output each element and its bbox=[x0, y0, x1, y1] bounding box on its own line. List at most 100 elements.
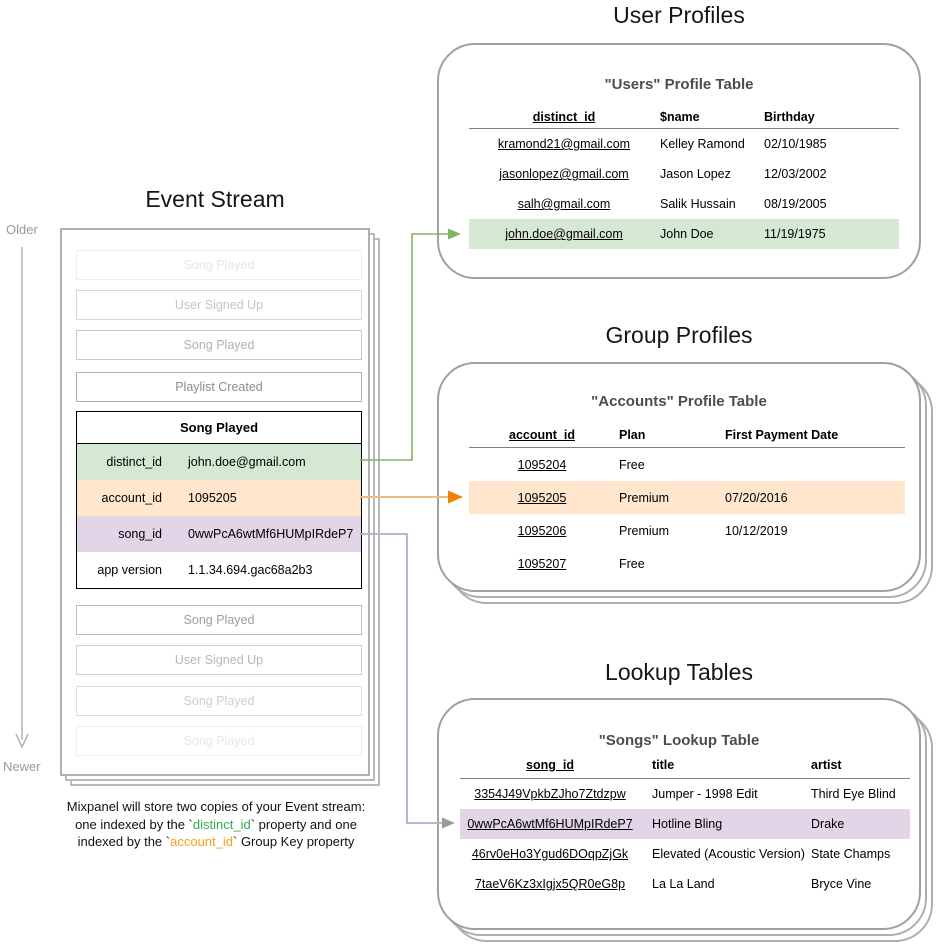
plan-cell: Premium bbox=[619, 490, 670, 505]
event-box-faded: Song Played bbox=[76, 605, 362, 635]
users-profile-card: "Users" Profile Table distinct_id $name … bbox=[437, 43, 921, 279]
song-id-cell: 7taeV6Kz3xIgjx5QR0eG8p bbox=[474, 877, 626, 891]
table-row: salh@gmail.com Salik Hussain 08/19/2005 bbox=[469, 189, 899, 219]
event-stream-title: Event Stream bbox=[145, 186, 285, 212]
songs-card-title: "Songs" Lookup Table bbox=[598, 732, 760, 749]
song-id-cell: 46rv0eHo3Ygud6DOqpZjGk bbox=[471, 847, 629, 861]
property-key: account_id bbox=[101, 491, 162, 505]
account-id-cell: 1095204 bbox=[517, 457, 567, 472]
plan-cell: Free bbox=[619, 556, 645, 571]
event-stream-container: Song Played User Signed Up Song Played P… bbox=[60, 228, 370, 776]
distinct-id-cell: salh@gmail.com bbox=[517, 197, 611, 211]
column-header: account_id bbox=[509, 427, 575, 442]
column-header: title bbox=[652, 758, 675, 772]
property-key: song_id bbox=[118, 527, 162, 541]
column-header: distinct_id bbox=[532, 109, 596, 124]
users-card-title: "Users" Profile Table bbox=[604, 76, 754, 93]
table-row: 7taeV6Kz3xIgjx5QR0eG8p La La Land Bryce … bbox=[460, 869, 910, 899]
property-key: distinct_id bbox=[106, 455, 162, 469]
birthday-cell: 11/19/1975 bbox=[764, 227, 826, 241]
artist-cell: Bryce Vine bbox=[811, 877, 872, 891]
event-box-faded: User Signed Up bbox=[76, 290, 362, 320]
user-profiles-title: User Profiles bbox=[613, 2, 745, 28]
table-row: 46rv0eHo3Ygud6DOqpZjGk Elevated (Acousti… bbox=[460, 839, 910, 869]
caption-account-id-code: account_id bbox=[170, 834, 233, 849]
table-row: 1095206 Premium 10/12/2019 bbox=[469, 514, 905, 547]
event-box-faded: Song Played bbox=[76, 250, 362, 280]
event-box-faded: Playlist Created bbox=[76, 372, 362, 402]
artist-cell: Drake bbox=[811, 817, 845, 831]
song-title-cell: Hotline Bling bbox=[652, 817, 723, 831]
distinct-id-cell: kramond21@gmail.com bbox=[497, 137, 631, 151]
name-cell: Kelley Ramond bbox=[660, 137, 745, 151]
users-table: distinct_id $name Birthday kramond21@gma… bbox=[469, 105, 899, 249]
accounts-table-header: account_id Plan First Payment Date bbox=[469, 422, 905, 448]
event-box-label: Playlist Created bbox=[175, 380, 263, 394]
account-id-cell: 1095206 bbox=[517, 523, 567, 538]
table-row-highlighted: 1095205 Premium 07/20/2016 bbox=[469, 481, 905, 514]
table-row-highlighted: 0wwPcA6wtMf6HUMpIRdeP7 Hotline Bling Dra… bbox=[460, 809, 910, 839]
property-value: 0wwPcA6wtMf6HUMpIRdeP7 bbox=[188, 527, 354, 541]
event-box-label: Song Played bbox=[183, 258, 255, 272]
name-cell: Salik Hussain bbox=[660, 197, 736, 211]
plan-cell: Free bbox=[619, 457, 645, 472]
column-header: $name bbox=[660, 109, 700, 124]
event-box-label: User Signed Up bbox=[174, 298, 264, 312]
accounts-profile-card: "Accounts" Profile Table account_id Plan… bbox=[437, 362, 921, 592]
table-row: 1095204 Free bbox=[469, 448, 905, 481]
account-id-cell: 1095207 bbox=[517, 556, 567, 571]
event-property-app-version: app version 1.1.34.694.gac68a2b3 bbox=[77, 552, 361, 588]
event-property-account-id: account_id 1095205 bbox=[77, 480, 361, 516]
caption-line3-after: ` Group Key property bbox=[233, 834, 355, 849]
payment-date-cell: 10/12/2019 bbox=[725, 523, 788, 538]
event-box-label: Song Played bbox=[183, 694, 255, 708]
table-row-highlighted: john.doe@gmail.com John Doe 11/19/1975 bbox=[469, 219, 899, 249]
diagram-caption: Mixpanel will store two copies of your E… bbox=[30, 798, 402, 851]
table-row: kramond21@gmail.com Kelley Ramond 02/10/… bbox=[469, 129, 899, 159]
property-value: john.doe@gmail.com bbox=[188, 455, 306, 469]
name-cell: Jason Lopez bbox=[660, 167, 731, 181]
songs-table: song_id title artist 3354J49VpkbZJho7Ztd… bbox=[460, 752, 910, 899]
lookup-tables-title: Lookup Tables bbox=[605, 659, 753, 685]
event-box-faded: Song Played bbox=[76, 330, 362, 360]
column-header: Birthday bbox=[764, 109, 815, 124]
account-id-cell: 1095205 bbox=[517, 490, 567, 505]
caption-line2: one indexed by the ` bbox=[75, 816, 193, 832]
event-box-faded: User Signed Up bbox=[76, 645, 362, 675]
payment-date-cell: 07/20/2016 bbox=[725, 490, 788, 505]
users-table-header: distinct_id $name Birthday bbox=[469, 105, 899, 129]
song-id-cell: 0wwPcA6wtMf6HUMpIRdeP7 bbox=[467, 817, 633, 831]
event-box-label: Song Played bbox=[183, 613, 255, 627]
plan-cell: Premium bbox=[619, 523, 670, 538]
accounts-card-title: "Accounts" Profile Table bbox=[591, 393, 767, 410]
event-box-label: Song Played bbox=[183, 734, 255, 748]
column-header: artist bbox=[811, 758, 842, 772]
column-header: song_id bbox=[526, 758, 574, 772]
table-row: jasonlopez@gmail.com Jason Lopez 12/03/2… bbox=[469, 159, 899, 189]
newer-label: Newer bbox=[3, 759, 41, 774]
caption-distinct-id-code: distinct_id bbox=[192, 816, 251, 832]
birthday-cell: 12/03/2002 bbox=[764, 167, 827, 181]
song-title-cell: La La Land bbox=[652, 877, 715, 891]
column-header: Plan bbox=[619, 427, 646, 442]
event-property-distinct-id: distinct_id john.doe@gmail.com bbox=[77, 444, 361, 480]
event-box-label: Song Played bbox=[183, 338, 255, 352]
property-key: app version bbox=[97, 563, 162, 577]
birthday-cell: 08/19/2005 bbox=[764, 197, 827, 211]
songs-lookup-card: "Songs" Lookup Table song_id title artis… bbox=[437, 698, 921, 930]
event-box-faded: Song Played bbox=[76, 686, 362, 716]
active-event-name: Song Played bbox=[77, 412, 361, 444]
distinct-id-cell: john.doe@gmail.com bbox=[505, 227, 623, 241]
event-box-label: User Signed Up bbox=[174, 653, 264, 667]
table-row: 3354J49VpkbZJho7Ztdzpw Jumper - 1998 Edi… bbox=[460, 779, 910, 809]
event-box-faded: Song Played bbox=[76, 726, 362, 756]
group-profiles-title: Group Profiles bbox=[605, 322, 753, 348]
accounts-table: account_id Plan First Payment Date 10952… bbox=[469, 422, 905, 580]
caption-line2-after: ` property and one bbox=[250, 816, 357, 832]
birthday-cell: 02/10/1985 bbox=[764, 137, 827, 151]
column-header: First Payment Date bbox=[725, 427, 839, 442]
songs-table-header: song_id title artist bbox=[460, 752, 910, 779]
older-label: Older bbox=[6, 222, 38, 237]
property-value: 1.1.34.694.gac68a2b3 bbox=[188, 563, 313, 577]
